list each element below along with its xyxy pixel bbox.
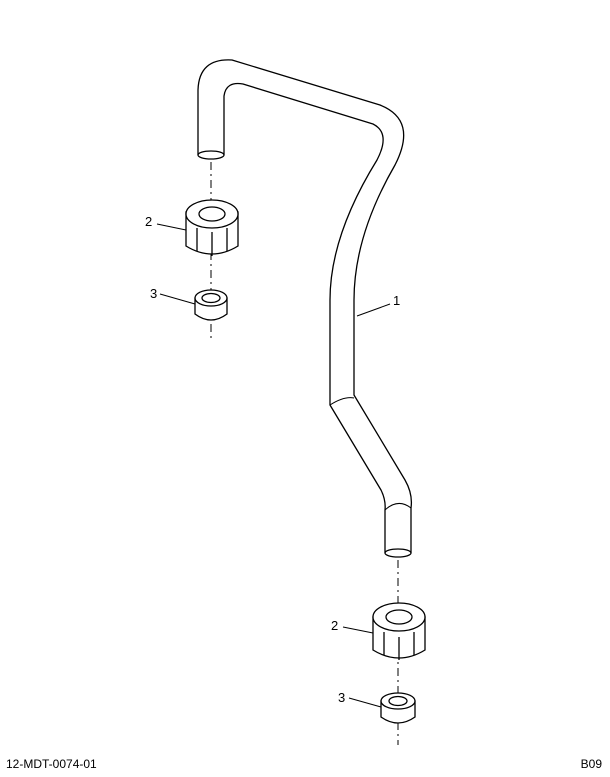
leader-nut-lower [342,626,374,634]
lower-sleeve [380,692,416,724]
upper-sleeve [194,289,228,321]
leader-nut-upper [156,223,187,231]
callout-sleeve-lower: 3 [338,690,345,705]
leader-lines [156,223,391,708]
document-id: 12-MDT-0074-01 [6,757,97,771]
callout-nut-upper: 2 [145,214,152,229]
leader-tube [356,303,391,317]
leader-sleeve-lower [348,697,382,708]
sheet-code: B09 [580,757,602,771]
fuel-tube [197,59,413,558]
leader-sleeve-upper [159,293,196,305]
upper-nut [185,199,239,256]
callout-tube: 1 [393,293,400,308]
callout-nut-lower: 2 [331,618,338,633]
lower-nut [372,602,426,660]
callout-sleeve-upper: 3 [150,286,157,301]
